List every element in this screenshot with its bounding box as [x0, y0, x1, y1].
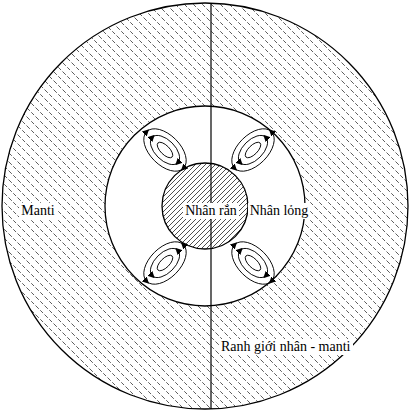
solid-core-hatch — [162, 163, 248, 249]
liquid-core: Nhân rắnNhân lỏng — [105, 106, 305, 306]
boundary-label: Ranh giới nhân - manti — [219, 339, 353, 355]
flow-loop — [136, 121, 194, 179]
mantle-hatch — [2, 3, 408, 409]
flow-loop — [224, 121, 282, 179]
flow-loop — [233, 130, 273, 170]
region-label: Nhân rắn — [183, 203, 239, 219]
convection-cell — [224, 121, 282, 179]
convection-cell — [224, 234, 282, 292]
solid-core: Nhân rắn — [162, 163, 248, 249]
region-label: Manti — [19, 203, 56, 219]
flow-loop — [243, 140, 264, 161]
flow-loop — [233, 243, 273, 283]
convection-cell — [136, 121, 194, 179]
convection-cell — [136, 234, 194, 292]
flow-loop — [224, 234, 282, 292]
flow-loop — [155, 140, 176, 161]
flow-loop — [243, 253, 264, 274]
region-label: Nhân lỏng — [248, 203, 311, 219]
flow-loop — [145, 130, 185, 170]
flow-loop — [136, 234, 194, 292]
flow-loop — [145, 243, 185, 283]
flow-loop — [155, 253, 176, 274]
